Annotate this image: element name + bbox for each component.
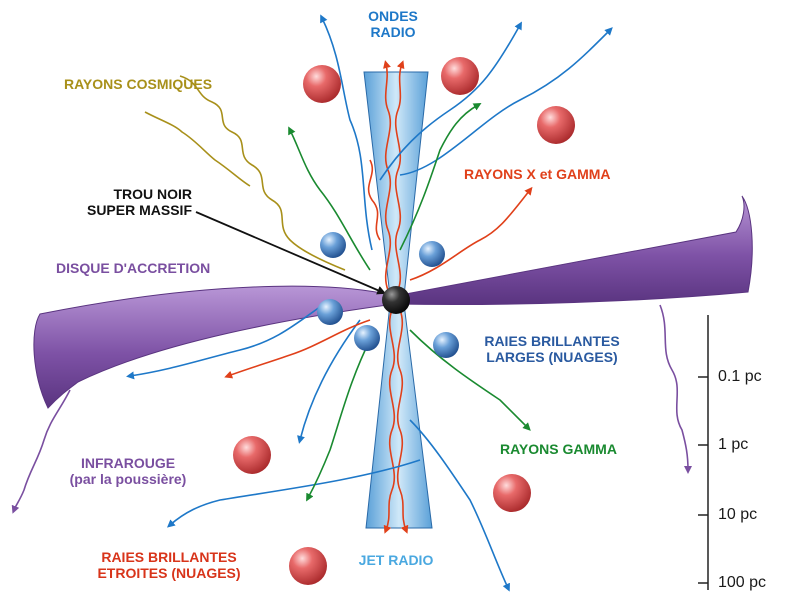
broad-cloud (419, 241, 445, 267)
narrow-lines-label-line1: RAIES BRILLANTES (74, 549, 264, 565)
cosmic-ray-path-2 (145, 112, 250, 186)
narrow-cloud (303, 65, 341, 103)
black-hole-label: TROU NOIR SUPER MASSIF (48, 186, 192, 218)
scale-tick-label: 1 pc (718, 436, 748, 454)
narrow-lines-label: RAIES BRILLANTES ETROITES (NUAGES) (74, 549, 264, 581)
scale-bar (698, 315, 708, 590)
gamma-rays-label: RAYONS GAMMA (500, 441, 617, 457)
broad-cloud (317, 299, 343, 325)
cosmic-rays-label: RAYONS COSMIQUES (64, 76, 212, 92)
broad-lines-label: RAIES BRILLANTES LARGES (NUAGES) (464, 333, 640, 365)
broad-cloud (320, 232, 346, 258)
narrow-lines-label-line2: ETROITES (NUAGES) (74, 565, 264, 581)
narrow-cloud (493, 474, 531, 512)
narrow-cloud (537, 106, 575, 144)
narrow-cloud (289, 547, 327, 585)
scale-tick-label: 10 pc (718, 506, 757, 524)
broad-lines-label-line2: LARGES (NUAGES) (464, 349, 640, 365)
infrared-label-line1: INFRAROUGE (44, 455, 212, 471)
broad-cloud (433, 332, 459, 358)
infrared-label: INFRAROUGE (par la poussière) (44, 455, 212, 487)
scale-tick-label: 0.1 pc (718, 368, 762, 386)
radio-jet-label: JET RADIO (346, 552, 446, 568)
black-hole-label-line1: TROU NOIR (48, 186, 192, 202)
infrared-label-line2: (par la poussière) (44, 471, 212, 487)
radio-waves-label-line2: RADIO (358, 24, 428, 40)
black-hole-pointer (196, 212, 382, 292)
xray-gamma-label: RAYONS X et GAMMA (464, 166, 611, 182)
scale-tick-label: 100 pc (718, 574, 766, 592)
broad-cloud (354, 325, 380, 351)
radio-waves-label-line1: ONDES (358, 8, 428, 24)
black-hole-label-line2: SUPER MASSIF (48, 202, 192, 218)
black-hole (382, 286, 410, 314)
radio-waves-label: ONDES RADIO (358, 8, 428, 40)
narrow-cloud (233, 436, 271, 474)
accretion-disk-label: DISQUE D'ACCRETION (56, 260, 210, 276)
narrow-cloud (441, 57, 479, 95)
broad-lines-label-line1: RAIES BRILLANTES (464, 333, 640, 349)
